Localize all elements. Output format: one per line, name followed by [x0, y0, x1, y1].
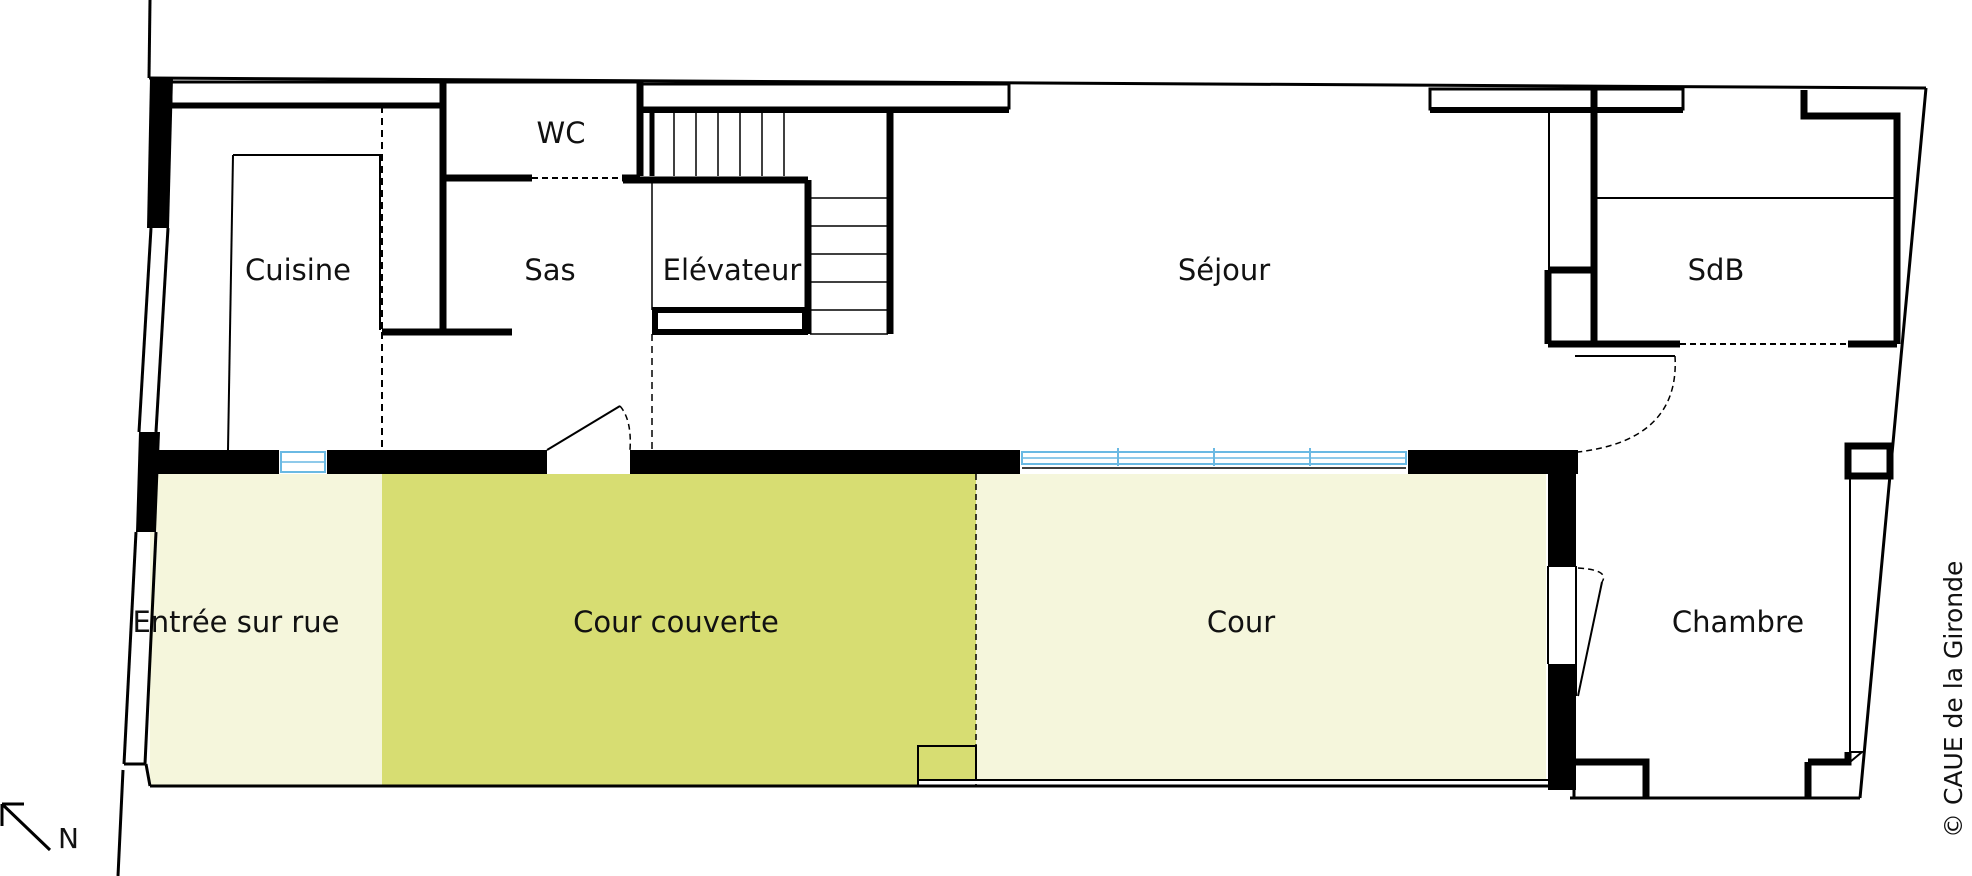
room-label-cuisine: Cuisine [245, 253, 351, 287]
windows [280, 448, 1407, 473]
room-label-sdb: SdB [1688, 253, 1745, 287]
room-label-cour: Cour [1207, 605, 1275, 639]
zone-cour-couverte-fill [382, 474, 976, 786]
zone-fills [150, 474, 1546, 786]
door-swings [546, 343, 1676, 697]
interior-walls-west [227, 106, 640, 474]
property-boundary [116, 0, 1928, 876]
room-label-chambre: Chambre [1672, 605, 1804, 639]
court-step-line [917, 745, 1546, 786]
north-label: N [58, 822, 79, 855]
courtyard-east-and-chambre [1547, 442, 1894, 798]
north-arrow [0, 802, 52, 852]
courtyard-wall [147, 450, 1578, 474]
room-label-entree: Entrée sur rue [132, 605, 339, 639]
room-label-cour-couverte: Cour couverte [573, 605, 779, 639]
stair-and-lift [623, 108, 894, 450]
room-label-sas: Sas [524, 253, 575, 287]
north-facade [169, 80, 1901, 348]
room-label-sejour: Séjour [1178, 253, 1270, 287]
room-label-elevateur: Elévateur [663, 253, 802, 287]
zone-cour-fill [976, 474, 1546, 780]
west-facade [122, 78, 173, 787]
copyright-credit: © CAUE de la Gironde [1939, 561, 1968, 838]
room-label-wc: WC [537, 116, 586, 150]
zone-entree-fill [150, 474, 382, 786]
room-labels: WC Cuisine Sas Elévateur Séjour SdB Entr… [132, 116, 1804, 639]
